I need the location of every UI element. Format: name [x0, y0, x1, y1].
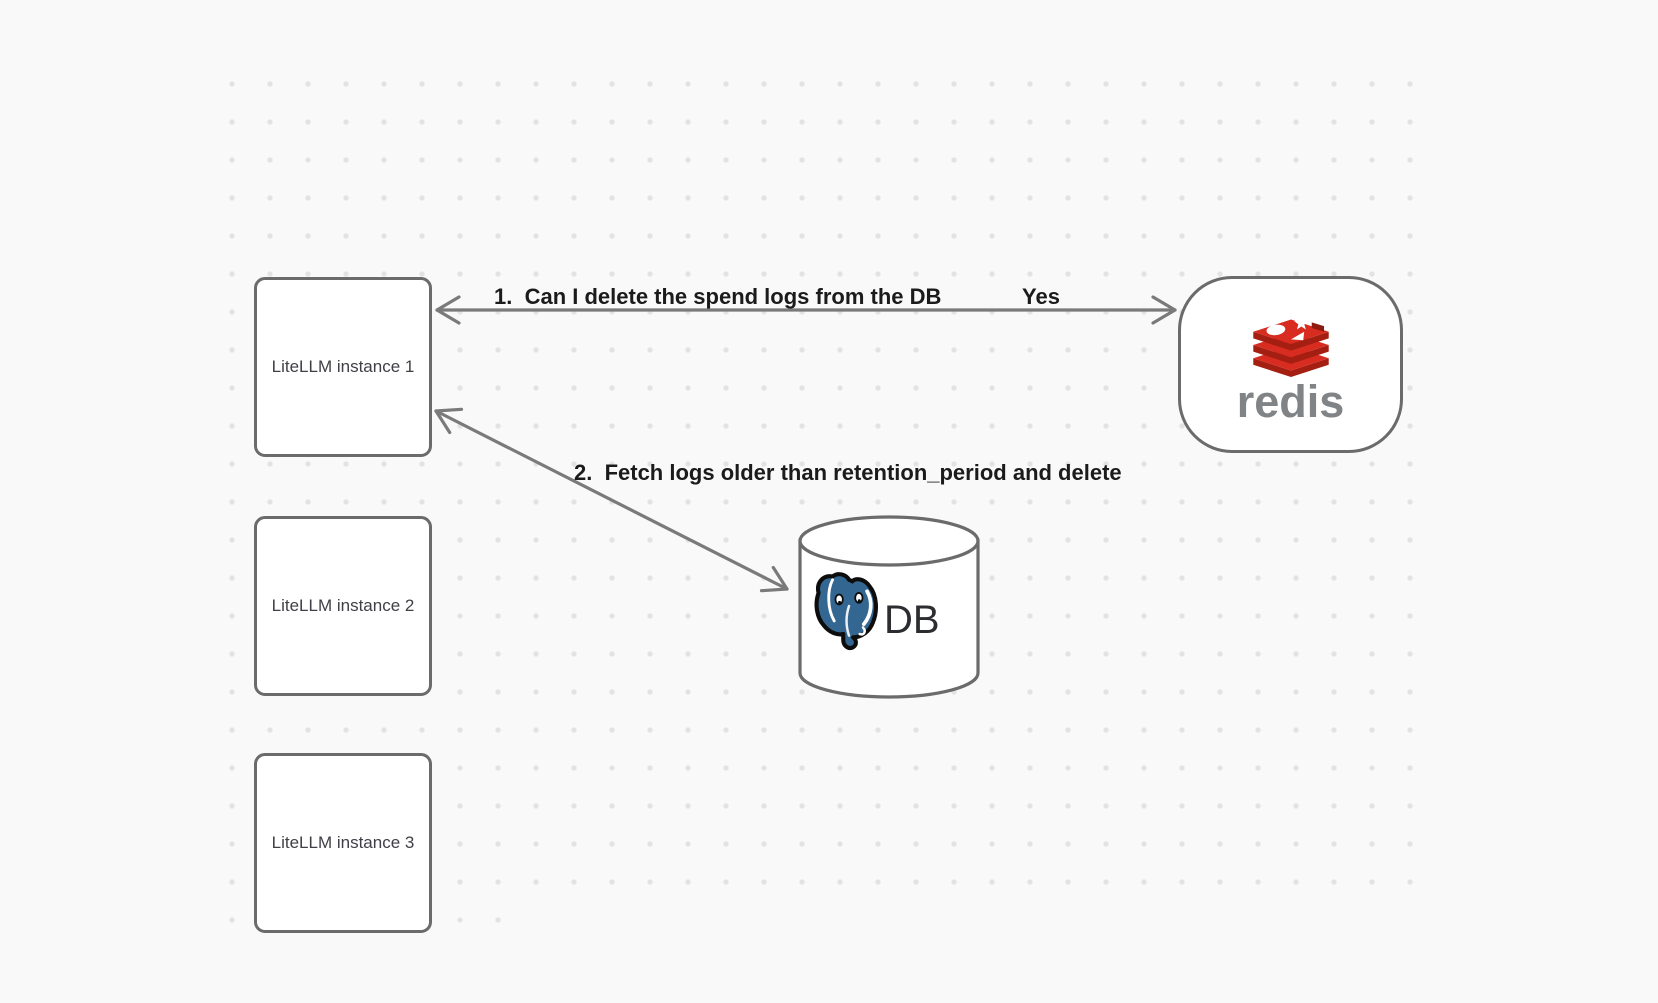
node-db[interactable]: DB [796, 512, 982, 702]
node-litellm-instance-1[interactable]: LiteLLM instance 1 [254, 277, 432, 457]
arrowhead-lower-icon [759, 565, 789, 593]
arrowhead-upper-icon [434, 407, 464, 435]
node-redis[interactable]: redis [1178, 276, 1403, 453]
node-litellm-instance-3[interactable]: LiteLLM instance 3 [254, 753, 432, 933]
db-label: DB [884, 598, 940, 642]
arrow-2-label[interactable]: 2. Fetch logs older than retention_perio… [574, 460, 1122, 485]
redis-wordmark: redis [1236, 375, 1345, 427]
arrow-1-label[interactable]: 1. Can I delete the spend logs from the … [494, 284, 942, 309]
node-litellm-instance-2[interactable]: LiteLLM instance 2 [254, 516, 432, 696]
node-label: LiteLLM instance 2 [271, 596, 415, 615]
arrow-fetch-logs[interactable] [434, 407, 789, 593]
arrow-spend-logs-question[interactable] [435, 295, 1177, 325]
arrow-1-answer-label[interactable]: Yes [1022, 284, 1060, 309]
arrowhead-left-icon [435, 295, 461, 325]
arrowhead-right-icon [1151, 295, 1177, 325]
node-label: LiteLLM instance 3 [271, 833, 415, 852]
postgresql-elephant-icon [814, 572, 878, 651]
redis-logo-icon [1252, 315, 1329, 377]
node-label: LiteLLM instance 1 [271, 357, 415, 376]
